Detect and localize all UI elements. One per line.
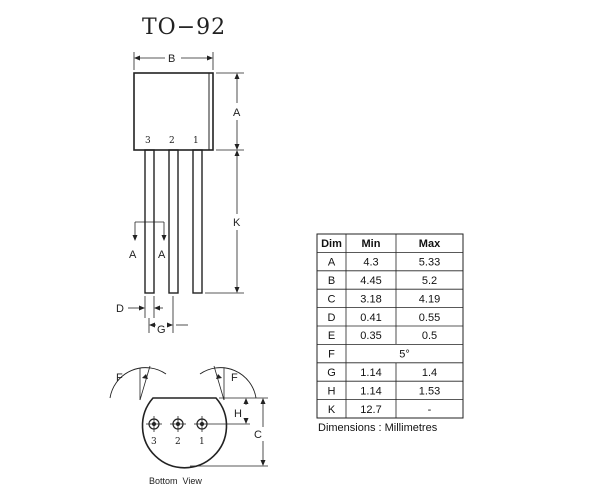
table-cell-dim: F [328, 349, 335, 361]
lead-1 [192, 149, 203, 294]
table-cell-dim: C [328, 293, 336, 305]
table-cell-max: 5.33 [419, 257, 440, 269]
bottom-pin-number-3: 3 [151, 437, 157, 447]
table-cell-min: 4.3 [363, 257, 378, 269]
table-header-max: Max [419, 238, 441, 250]
table-cell-min: 4.45 [360, 275, 381, 287]
angle-F-left: F [109, 365, 167, 401]
lead-3 [144, 149, 155, 294]
section-a-a-marker: A A [129, 221, 167, 261]
dimension-D: D [116, 296, 163, 318]
dimension-K: K [205, 150, 244, 294]
bottom-view-caption: Bottom View [149, 476, 202, 486]
section-label-A-left: A [129, 249, 137, 261]
table-cell-min: 1.14 [360, 385, 381, 397]
table-grid [317, 234, 463, 418]
bottom-pin-number-2: 2 [175, 437, 181, 447]
table-cell-max: 1.4 [422, 367, 437, 379]
table-cell-dim: K [328, 404, 336, 416]
dim-label-B: B [168, 53, 175, 65]
table-cell-dim: H [328, 385, 336, 397]
bottom-pin-1 [194, 416, 210, 432]
table-cell-max: 0.5 [422, 330, 437, 342]
package-title: TO−92 [142, 15, 226, 40]
pin-number-1: 1 [193, 136, 199, 146]
dim-label-A: A [233, 107, 241, 119]
dimension-C: C [190, 397, 268, 467]
dimension-A: A [216, 72, 244, 151]
table-cell-dim: B [328, 275, 335, 287]
table-cell-max: 5.2 [422, 275, 437, 287]
table-cell-min: 3.18 [360, 293, 381, 305]
bottom-outline [141, 397, 228, 469]
dimension-B: B [133, 52, 214, 70]
angle-label-F-left: F [116, 372, 123, 384]
table-header-min: Min [362, 238, 381, 250]
bottom-view: 3 2 1 F F H [109, 365, 268, 486]
pin-number-3: 3 [145, 136, 151, 146]
table-cell-max: 1.53 [419, 385, 440, 397]
dim-label-C: C [254, 429, 262, 441]
table-cell-dim: G [327, 367, 336, 379]
table-cell-min: 1.14 [360, 367, 381, 379]
table-cell-min: 12.7 [360, 404, 381, 416]
table-cell-max: 0.55 [419, 312, 440, 324]
table-cell-max: 4.19 [419, 293, 440, 305]
angle-F-right: F [199, 365, 257, 401]
lead-2 [168, 149, 179, 294]
dim-label-G: G [157, 324, 166, 336]
dim-label-K: K [233, 217, 241, 229]
section-label-A-right: A [158, 249, 166, 261]
dim-label-D: D [116, 303, 124, 315]
bottom-pin-3 [146, 416, 162, 432]
table-header-dim: Dim [321, 238, 342, 250]
dim-label-H: H [234, 408, 242, 420]
pin-number-2: 2 [169, 136, 175, 146]
angle-label-F-right: F [231, 372, 238, 384]
table-cell-min: 0.35 [360, 330, 381, 342]
bottom-pin-number-1: 1 [199, 437, 205, 447]
table-cell-max: - [428, 404, 432, 416]
front-view: 3 2 1 B A [116, 52, 244, 336]
table-cell-min: 0.41 [360, 312, 381, 324]
bottom-pin-2 [170, 416, 186, 432]
dimension-H: H [210, 397, 250, 425]
dimension-G: G [148, 296, 188, 336]
table-cell-dim: E [328, 330, 335, 342]
table-cell-min-max-merged: 5° [399, 349, 410, 361]
dimensions-note: Dimensions : Millimetres [318, 422, 438, 434]
table-cell-dim: A [328, 257, 336, 269]
table-cell-dim: D [328, 312, 336, 324]
